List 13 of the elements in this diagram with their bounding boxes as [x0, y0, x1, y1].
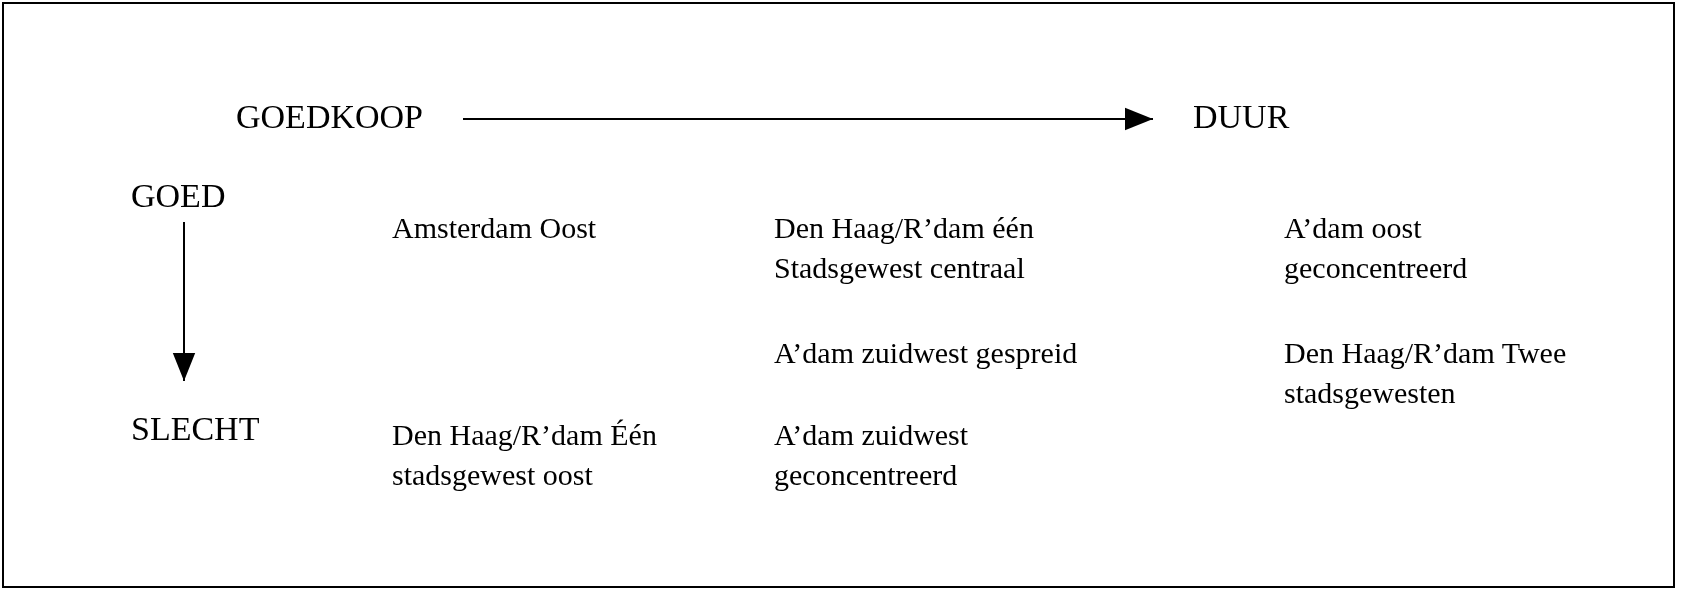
axis-label: DUUR	[1193, 97, 1290, 137]
axis-label: SLECHT	[131, 409, 260, 449]
position-label: A’dam zuidwest gespreid	[774, 335, 1078, 371]
axis-label: GOEDKOOP	[236, 97, 423, 137]
arrow	[172, 221, 196, 382]
position-label: Den Haag/R’dam Één stadsgewest oost	[392, 417, 658, 493]
position-label: Amsterdam Oost	[392, 210, 597, 246]
arrow	[462, 107, 1154, 131]
position-label: Den Haag/R’dam één Stadsgewest centraal	[774, 210, 1035, 286]
position-label: Den Haag/R’dam Twee stadsgewesten	[1284, 335, 1568, 411]
axis-label: GOED	[131, 176, 226, 216]
position-label: A’dam oost geconcentreerd	[1284, 210, 1469, 286]
position-label: A’dam zuidwest geconcentreerd	[774, 417, 970, 493]
